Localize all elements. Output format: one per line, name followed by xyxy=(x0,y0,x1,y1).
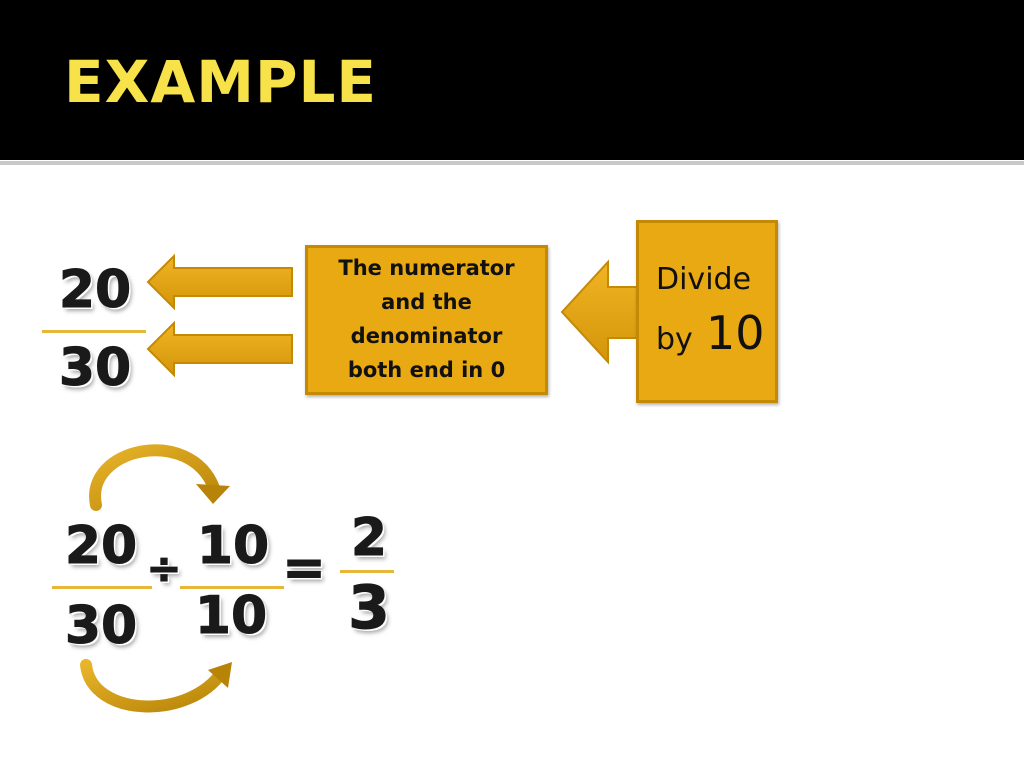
divide-divisor: 10 xyxy=(706,306,765,360)
equation-fraction-numerator: 20 xyxy=(64,516,138,576)
explanation-line-2: and the xyxy=(381,290,472,314)
divide-by: by xyxy=(656,322,693,357)
left-arrow-denominator-icon xyxy=(146,320,293,378)
top-fraction-numerator: 20 xyxy=(58,260,132,320)
header-divider xyxy=(0,161,1024,165)
left-arrow-numerator-icon xyxy=(146,253,293,311)
equation-fraction-denominator: 30 xyxy=(64,596,138,656)
explanation-line-3: denominator xyxy=(350,324,503,348)
equation-divisor-bar xyxy=(180,586,284,589)
curved-arrow-bottom-head-icon xyxy=(208,662,232,688)
divide-box xyxy=(636,220,778,403)
divide-left-arrow-icon xyxy=(560,259,641,365)
equation-result-denominator: 3 xyxy=(348,573,391,643)
equation-divisor-denominator: 10 xyxy=(194,586,268,646)
slide-title: EXAMPLE xyxy=(64,48,378,116)
equation-equals-sign: = xyxy=(282,538,327,598)
top-fraction-bar xyxy=(42,330,146,333)
equation-fraction-bar xyxy=(52,586,152,589)
explanation-line-4: both end in 0 xyxy=(347,358,506,382)
equation-result-numerator: 2 xyxy=(350,508,388,568)
curved-arrow-top-head-icon xyxy=(196,484,230,504)
explanation-line-1: The numerator xyxy=(338,256,515,280)
equation-result-bar xyxy=(340,570,394,573)
explanation-box xyxy=(305,245,548,395)
title-bar: EXAMPLE xyxy=(0,0,1024,160)
equation-divide-operator: ÷ xyxy=(146,544,182,593)
divide-word: Divide xyxy=(656,262,752,297)
top-fraction-denominator: 30 xyxy=(58,338,132,398)
curved-arrow-top-icon xyxy=(89,444,220,511)
equation-divisor-numerator: 10 xyxy=(196,516,270,576)
curved-arrow-bottom-icon xyxy=(80,659,228,713)
